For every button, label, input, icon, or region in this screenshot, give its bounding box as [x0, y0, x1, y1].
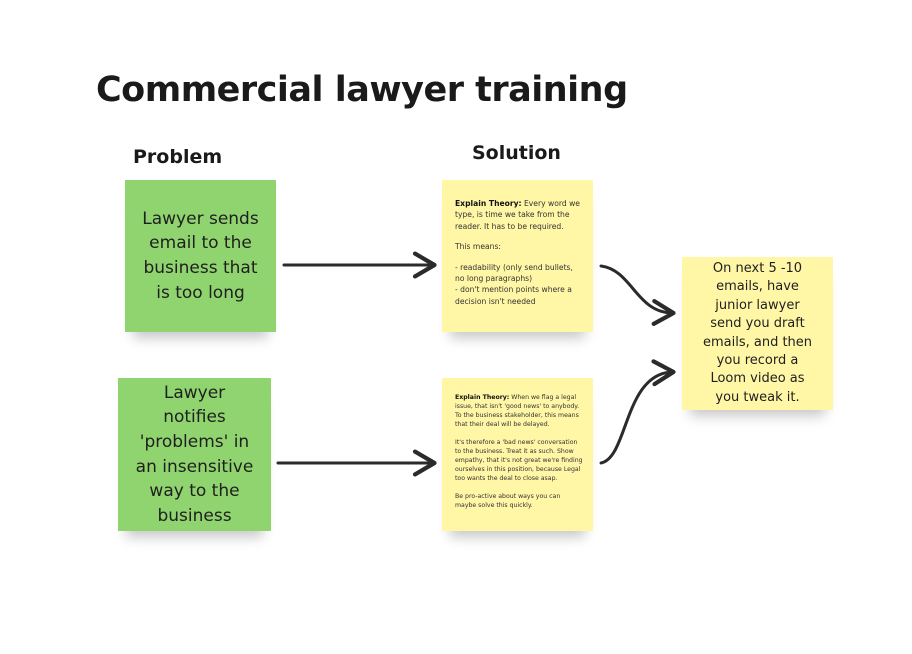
- theory-label: Explain Theory:: [455, 199, 522, 208]
- point-item: - don't mention points where a decision …: [455, 285, 572, 306]
- board-title: Commercial lawyer training: [96, 70, 628, 110]
- connector-arrow-solution1-to-outcome[interactable]: [599, 264, 676, 326]
- point-item: - readability (only send bullets, no lon…: [455, 262, 573, 283]
- means-label: This means:: [455, 242, 501, 252]
- outcome-note-text: On next 5 -10 emails, have junior lawyer…: [702, 260, 813, 405]
- problem-heading: Problem: [133, 146, 223, 168]
- theory-label: Explain Theory:: [455, 394, 510, 401]
- solution-heading: Solution: [472, 142, 561, 164]
- solution-sticky-note-brevity[interactable]: Explain Theory: Every word we type, is t…: [442, 180, 593, 332]
- theory-paragraph: Explain Theory: When we flag a legal iss…: [455, 394, 583, 430]
- bad-news-paragraph: It's therefore a 'bad news' conversation…: [455, 438, 583, 482]
- proactive-paragraph: Be pro-active about ways you can maybe s…: [455, 492, 561, 509]
- theory-paragraph: Explain Theory: Every word we type, is t…: [455, 198, 583, 232]
- problem-sticky-note-insensitive-notice[interactable]: Lawyer notifies 'problems' in an insensi…: [118, 378, 271, 531]
- connector-arrow-solution2-to-outcome[interactable]: [599, 359, 676, 465]
- theory-text: When we flag a legal issue, that isn't '…: [455, 394, 580, 428]
- problem-sticky-note-email-length[interactable]: Lawyer sends email to the business that …: [125, 180, 276, 332]
- solution-sticky-note-empathy[interactable]: Explain Theory: When we flag a legal iss…: [442, 378, 593, 531]
- outcome-sticky-note-loom-review[interactable]: On next 5 -10 emails, have junior lawyer…: [682, 257, 833, 410]
- theory-text: Every word we type, is time we take from…: [455, 199, 580, 231]
- problem-note-text: Lawyer notifies 'problems' in an insensi…: [135, 382, 254, 526]
- problem-note-text: Lawyer sends email to the business that …: [142, 208, 259, 303]
